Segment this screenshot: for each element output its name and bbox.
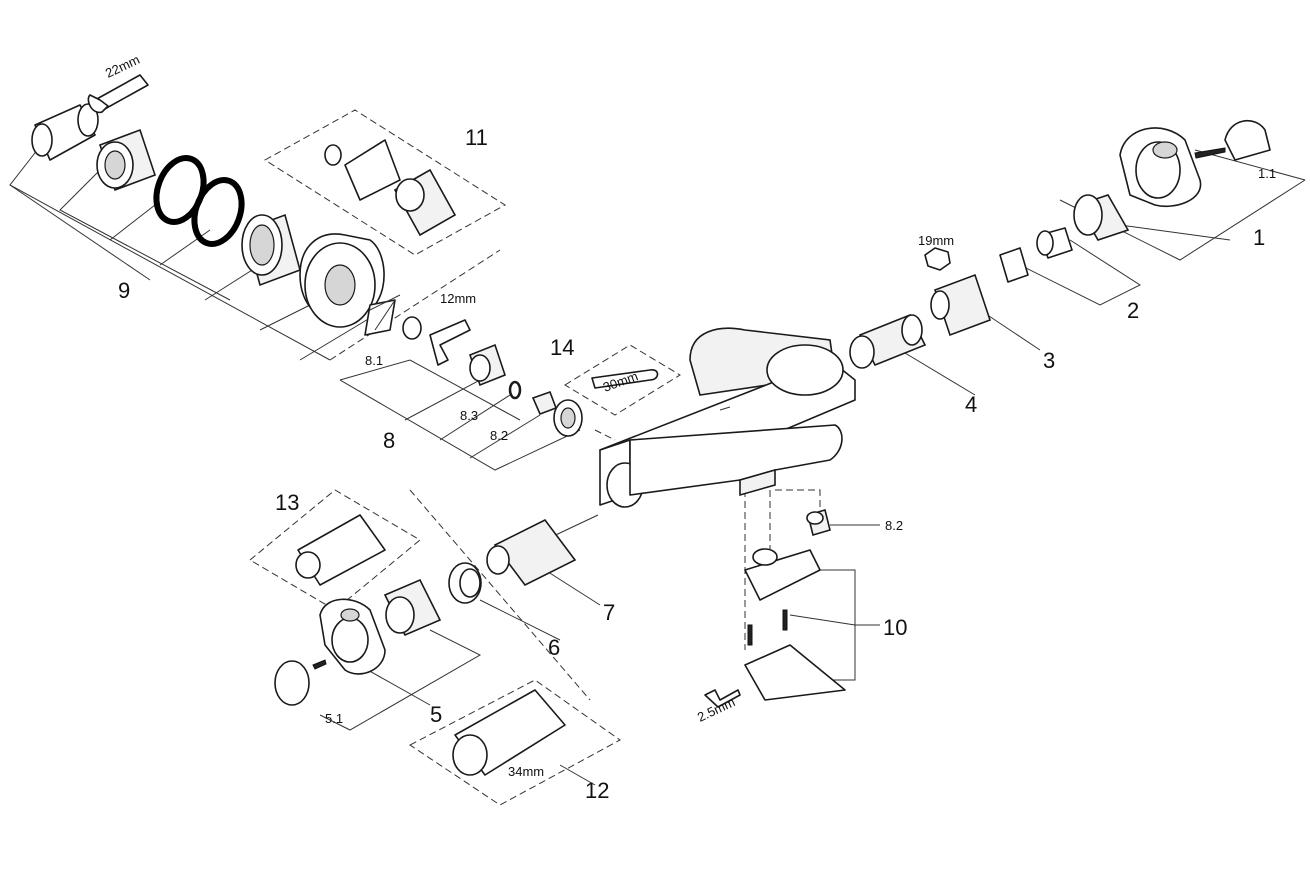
label-9: 9 (118, 278, 130, 303)
mixer-body (599, 327, 856, 508)
label-5-1: 5.1 (325, 711, 343, 726)
label-8-3: 8.3 (460, 408, 478, 423)
label-13: 13 (275, 490, 299, 515)
part-1-1 (1194, 119, 1271, 161)
part-8-2-right (806, 508, 831, 537)
label-7: 7 (603, 600, 615, 625)
part-10 (704, 548, 846, 708)
label-10: 10 (883, 615, 907, 640)
part-7 (486, 518, 577, 587)
part-9-group (31, 74, 385, 328)
part-5 (319, 578, 442, 675)
hex-19mm-label: 19mm (918, 233, 954, 248)
part-6 (448, 562, 482, 604)
label-12: 12 (585, 778, 609, 803)
box-14 (564, 344, 681, 416)
part-3 (924, 247, 1029, 337)
box-13 (249, 489, 421, 611)
part-2 (1036, 194, 1130, 259)
label-8: 8 (383, 428, 395, 453)
label-8-1: 8.1 (365, 353, 383, 368)
part-5-1 (274, 659, 327, 706)
tool-34mm-label: 34mm (508, 764, 544, 779)
part-4 (849, 313, 927, 369)
label-11: 11 (465, 125, 488, 150)
label-8-2-right: 8.2 (885, 518, 903, 533)
label-6: 6 (548, 635, 560, 660)
box-12 (409, 679, 621, 806)
hex-key-12mm-label: 12mm (440, 291, 476, 306)
label-1: 1 (1253, 225, 1265, 250)
part-labels: 1 1.1 2 3 4 5 5.1 6 7 8 8.1 8.3 8.2 8.2 … (118, 125, 1276, 803)
label-3: 3 (1043, 348, 1055, 373)
label-1-1: 1.1 (1258, 166, 1276, 181)
part-1 (1119, 127, 1202, 207)
part-8-group (364, 294, 583, 437)
label-8-2: 8.2 (490, 428, 508, 443)
wrench-30mm-label: 30mm (601, 368, 640, 394)
tool-size-labels: 22mm 12mm 19mm 30mm 34mm 2.5mm (103, 52, 954, 779)
box-11 (264, 109, 506, 256)
label-14: 14 (550, 335, 574, 360)
label-2: 2 (1127, 298, 1139, 323)
label-4: 4 (965, 392, 977, 417)
label-5: 5 (430, 702, 442, 727)
